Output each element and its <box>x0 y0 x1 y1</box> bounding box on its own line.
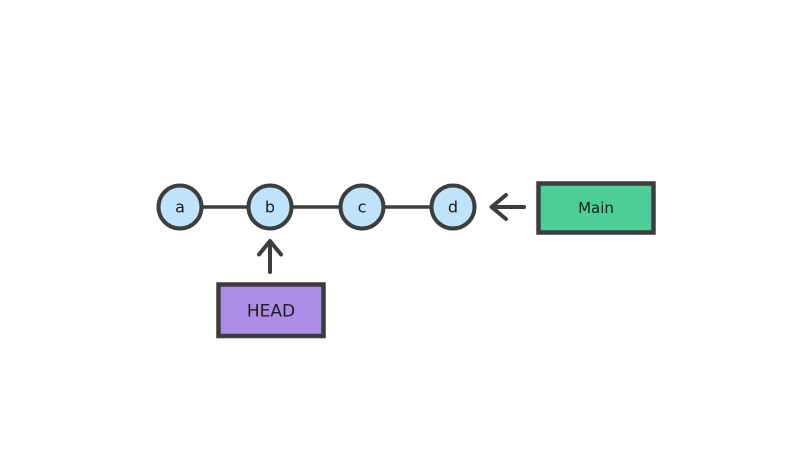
commit-label-b: b <box>265 198 275 217</box>
commit-node-a: a <box>156 183 204 231</box>
commit-node-c: c <box>338 183 386 231</box>
commit-label-c: c <box>358 198 367 217</box>
commit-label-a: a <box>175 198 185 217</box>
branch-label-text: Main <box>578 199 614 217</box>
head-label-box <box>216 282 326 339</box>
commit-circle-d <box>429 183 477 231</box>
commit-circle-c <box>338 183 386 231</box>
commit-circle-a <box>156 183 204 231</box>
commit-label-d: d <box>448 198 458 217</box>
commit-node-b: b <box>246 183 294 231</box>
branch-label-main: Main <box>536 181 656 235</box>
left-arrow-head <box>489 193 508 221</box>
head-label-text: HEAD <box>247 302 295 322</box>
up-arrow-icon <box>257 239 283 274</box>
up-arrow-head <box>257 239 283 257</box>
commit-node-d: d <box>429 183 477 231</box>
left-arrow-icon <box>489 193 526 221</box>
commit-circle-b <box>246 183 294 231</box>
branch-label-box <box>536 181 656 235</box>
head-label: HEAD <box>216 282 326 339</box>
